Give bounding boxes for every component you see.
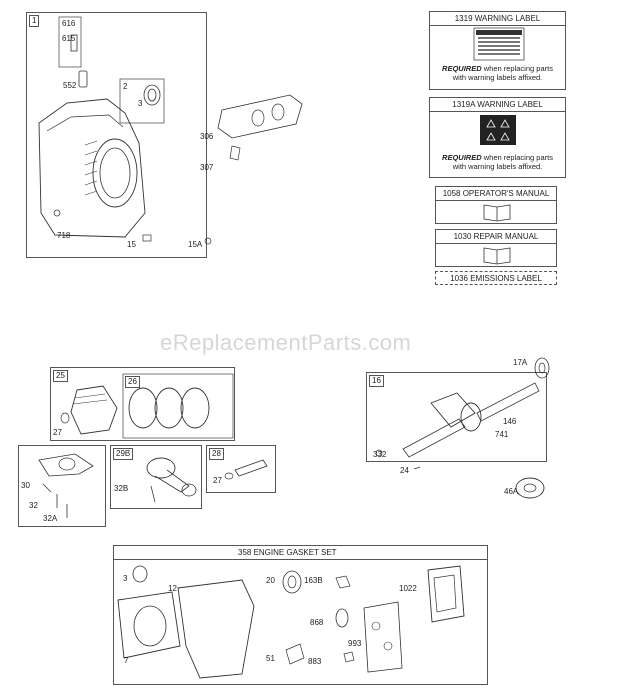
part-552-label: 552 <box>63 81 77 90</box>
part-307-label: 307 <box>200 163 214 172</box>
operators-manual-title: 1058 OPERATOR'S MANUAL <box>436 187 556 201</box>
rod-cap-drawing <box>38 453 94 518</box>
required-line2: with warning labels affixed. <box>452 73 543 82</box>
required-text: REQUIRED <box>442 64 482 73</box>
gasket-part-163B-label: 163B <box>304 576 323 585</box>
rod-29B-tag: 29B <box>113 448 134 460</box>
required-line2: with warning labels affixed. <box>452 162 543 171</box>
part-332-label: 332 <box>373 450 387 459</box>
cylinder-drawing <box>38 16 165 242</box>
part-146-label: 146 <box>503 417 517 426</box>
watermark-text: eReplacementParts.com <box>160 330 412 355</box>
piston-drawing <box>60 373 234 439</box>
warning-label-1319-note: REQUIRED when replacing parts with warni… <box>432 64 563 82</box>
required-rest: when replacing parts <box>483 64 553 73</box>
part-24-label: 24 <box>400 466 409 475</box>
piston-tag: 25 <box>53 370 68 382</box>
gasket-part-883-label: 883 <box>308 657 322 666</box>
part-15-label: 15 <box>127 240 136 249</box>
book-icon <box>483 204 511 222</box>
gasket-part-51-label: 51 <box>266 654 275 663</box>
part-32A-label: 32A <box>43 514 58 523</box>
gasket-part-7-label: 7 <box>124 656 129 665</box>
gasket-drawing <box>117 565 465 679</box>
operators-manual-box: 1058 OPERATOR'S MANUAL <box>435 186 557 224</box>
connecting-rod-box: 29B 32B <box>110 445 202 509</box>
part-2-label: 2 <box>123 82 128 91</box>
crankshaft-drawing <box>375 382 540 458</box>
gasket-set-box: 358 ENGINE GASKET SET 3 12 7 20 163B 868… <box>113 545 488 685</box>
gasket-part-12-label: 12 <box>168 584 177 593</box>
part-32-label: 32 <box>29 501 38 510</box>
warning-label-1319A-box: 1319A WARNING LABEL REQUIRED when replac… <box>429 97 566 178</box>
piston-pin-box: 28 27 <box>206 445 276 493</box>
gasket-set-title: 358 ENGINE GASKET SET <box>114 546 487 560</box>
part-15A-label: 15A <box>188 240 203 249</box>
warning-label-1319A-title: 1319A WARNING LABEL <box>430 98 565 112</box>
required-text: REQUIRED <box>442 153 482 162</box>
warning-label-1319-box: 1319 WARNING LABEL REQUIRED when replaci… <box>429 11 566 90</box>
part-306-label: 306 <box>200 132 214 141</box>
gasket-part-20-label: 20 <box>266 576 275 585</box>
crankshaft-box: 16 146 741 332 <box>366 372 547 462</box>
connecting-rod-drawing <box>146 457 197 503</box>
part-718-label: 718 <box>57 231 71 240</box>
pin-28-tag: 28 <box>209 448 224 460</box>
rod-screws-box: 30 32 32A <box>18 445 106 527</box>
part-615-label: 615 <box>62 34 76 43</box>
part-616-label: 616 <box>62 19 76 28</box>
rings-tag: 26 <box>125 376 140 388</box>
warning-label-1319-title: 1319 WARNING LABEL <box>430 12 565 26</box>
required-rest: when replacing parts <box>483 153 553 162</box>
gasket-part-993-label: 993 <box>348 639 362 648</box>
part-17A-label: 17A <box>513 358 528 367</box>
gasket-part-868-label: 868 <box>310 618 324 627</box>
repair-manual-title: 1030 REPAIR MANUAL <box>436 230 556 244</box>
piston-box: 25 26 27 <box>50 367 235 441</box>
emissions-label-box: 1036 EMISSIONS LABEL <box>435 271 557 285</box>
warning-label-1319-image <box>473 27 525 61</box>
part-27-pin-label: 27 <box>213 476 222 485</box>
part-27-label: 27 <box>53 428 62 437</box>
warning-label-1319A-note: REQUIRED when replacing parts with warni… <box>432 153 563 171</box>
gasket-part-1022-label: 1022 <box>399 584 417 593</box>
cylinder-tag: 1 <box>29 15 40 27</box>
warning-label-1319A-image <box>480 115 516 145</box>
part-3-label: 3 <box>138 99 143 108</box>
cylinder-assembly-box: 1 616 615 552 2 3 718 15 <box>26 12 207 258</box>
crankshaft-tag: 16 <box>369 375 384 387</box>
repair-manual-box: 1030 REPAIR MANUAL <box>435 229 557 267</box>
book-icon <box>483 247 511 265</box>
gasket-part-3-label: 3 <box>123 574 128 583</box>
piston-pin-drawing <box>224 459 268 480</box>
emissions-label-title: 1036 EMISSIONS LABEL <box>450 274 542 283</box>
part-30-label: 30 <box>21 481 30 490</box>
part-46A-label: 46A <box>504 487 519 496</box>
part-741-label: 741 <box>495 430 509 439</box>
part-32B-label: 32B <box>114 484 129 493</box>
